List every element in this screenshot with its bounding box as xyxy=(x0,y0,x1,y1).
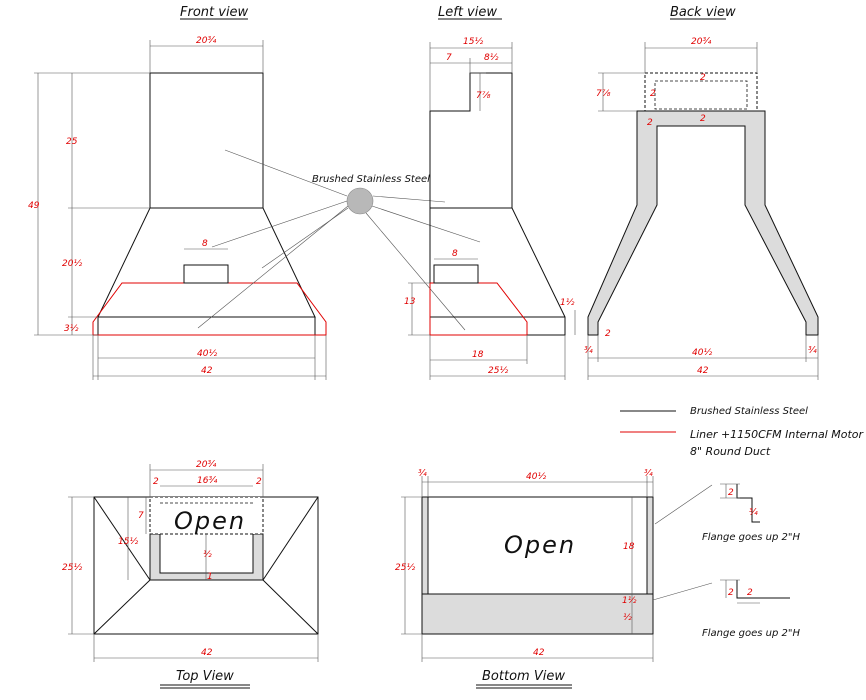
legend-duct-label: 8" Round Duct xyxy=(690,445,771,458)
back-view: Back view 20¾ 7⅞ 2 2 2 2 2 ¾ ¾ 40½ 42 xyxy=(584,5,819,380)
left-duct xyxy=(433,264,479,284)
bottom-open-label: Open xyxy=(504,531,576,559)
left-duct-width: 8 xyxy=(452,249,458,259)
front-base-height: 3½ xyxy=(64,324,79,334)
top-width-top: 20¾ xyxy=(196,460,216,470)
left-base-width: 25½ xyxy=(488,366,508,376)
bottom-back-flange xyxy=(421,593,654,635)
material-swatch xyxy=(346,187,374,215)
bottom-side-height: 18 xyxy=(623,542,635,552)
top-base-width: 42 xyxy=(201,648,213,658)
front-base xyxy=(97,316,316,336)
front-duct-width: 8 xyxy=(202,239,208,249)
flange-top-label: Flange goes up 2"H xyxy=(702,532,801,543)
bottom-total-height: 25½ xyxy=(395,563,415,573)
back-top-width: 20¾ xyxy=(691,37,711,47)
front-mid-height: 20½ xyxy=(62,259,82,269)
legend-steel-label: Brushed Stainless Steel xyxy=(690,406,808,417)
back-flange-b: 2 xyxy=(650,89,656,99)
flange-detail-bottom: 2 2 Flange goes up 2"H xyxy=(652,579,801,639)
left-view-title: Left view xyxy=(438,5,497,20)
front-top-width: 20¾ xyxy=(196,36,216,46)
back-lip-right: ¾ xyxy=(808,346,817,356)
top-height-b: 15½ xyxy=(118,537,138,547)
bottom-height-a: 1½ xyxy=(622,596,637,606)
bottom-mid-width: 40½ xyxy=(526,472,546,482)
left-body xyxy=(429,72,566,336)
back-base-width: 42 xyxy=(697,366,709,376)
top-open-label: Open xyxy=(174,507,246,535)
front-total-height: 49 xyxy=(28,201,40,211)
top-view: Open 20¾ 16¾ 2 2 7 15½ ½ 1 25½ 42 Top Vi… xyxy=(62,460,319,689)
left-step-height: 7⅞ xyxy=(476,91,491,101)
legend-liner-label: Liner +1150CFM Internal Motor xyxy=(690,428,864,441)
top-height-c: ½ xyxy=(203,550,212,560)
left-width-b: 8½ xyxy=(484,53,499,63)
bottom-lip-right: ¾ xyxy=(644,469,653,479)
legend: Brushed Stainless Steel Liner +1150CFM I… xyxy=(620,406,864,458)
top-height-d: 1 xyxy=(207,572,213,582)
left-width-a: 7 xyxy=(446,53,452,63)
flange-bottom-dim-a: 2 xyxy=(728,588,734,598)
back-flange-a: 2 xyxy=(700,73,706,83)
front-upper-height: 25 xyxy=(66,137,78,147)
flange-detail-top: 2 ¾ Flange goes up 2"H xyxy=(654,483,801,543)
front-chimney xyxy=(149,72,264,209)
flange-bottom-shape xyxy=(736,580,790,599)
back-frame xyxy=(587,110,819,336)
front-mid-width: 40½ xyxy=(197,349,217,359)
front-duct xyxy=(183,264,229,284)
bottom-view: Open ¾ ¾ 40½ 25½ 18 1½ ½ 42 Bottom View xyxy=(395,469,654,689)
top-inner-width: 16¾ xyxy=(197,476,217,486)
left-liner-width: 18 xyxy=(472,350,484,360)
top-total-height: 25½ xyxy=(62,563,82,573)
flange-top-dim-a: 2 xyxy=(728,488,734,498)
flange-top-dim-b: ¾ xyxy=(749,508,758,518)
flange-top-shape xyxy=(736,484,760,523)
flange-bottom-dim-b: 2 xyxy=(747,588,753,598)
top-side-right: 2 xyxy=(256,477,262,487)
left-view: Left view 15½ 7 8½ 7⅞ 8 13 1½ 18 25½ xyxy=(404,5,576,380)
top-height-a: 7 xyxy=(138,511,144,521)
material-callout: Brushed Stainless Steel xyxy=(197,149,481,331)
back-flange-d: 2 xyxy=(700,114,706,124)
flange-bottom-label: Flange goes up 2"H xyxy=(702,628,801,639)
left-top-width: 15½ xyxy=(463,37,483,47)
bottom-base-width: 42 xyxy=(533,648,545,658)
front-base-width: 42 xyxy=(201,366,213,376)
front-liner xyxy=(92,282,327,336)
back-view-title: Back view xyxy=(670,5,736,20)
back-mid-width: 40½ xyxy=(692,348,712,358)
bottom-view-title: Bottom View xyxy=(482,669,565,684)
bottom-height-b: ½ xyxy=(623,613,632,623)
back-flange-c: 2 xyxy=(647,118,653,128)
back-lip-left: ¾ xyxy=(584,346,593,356)
front-canopy xyxy=(97,207,316,318)
back-side-flange: 2 xyxy=(605,329,611,339)
left-lip-height: 1½ xyxy=(560,298,575,308)
top-side-left: 2 xyxy=(153,477,159,487)
top-view-title: Top View xyxy=(176,669,234,684)
front-view-title: Front view xyxy=(180,5,249,20)
front-view: Front view 20¾ 49 25 20½ 3½ 8 40½ 42 xyxy=(28,5,327,380)
back-top-height: 7⅞ xyxy=(596,89,611,99)
left-liner xyxy=(429,282,528,336)
left-liner-height: 13 xyxy=(404,297,416,307)
material-label: Brushed Stainless Steel xyxy=(312,174,430,185)
bottom-lip-left: ¾ xyxy=(418,469,427,479)
